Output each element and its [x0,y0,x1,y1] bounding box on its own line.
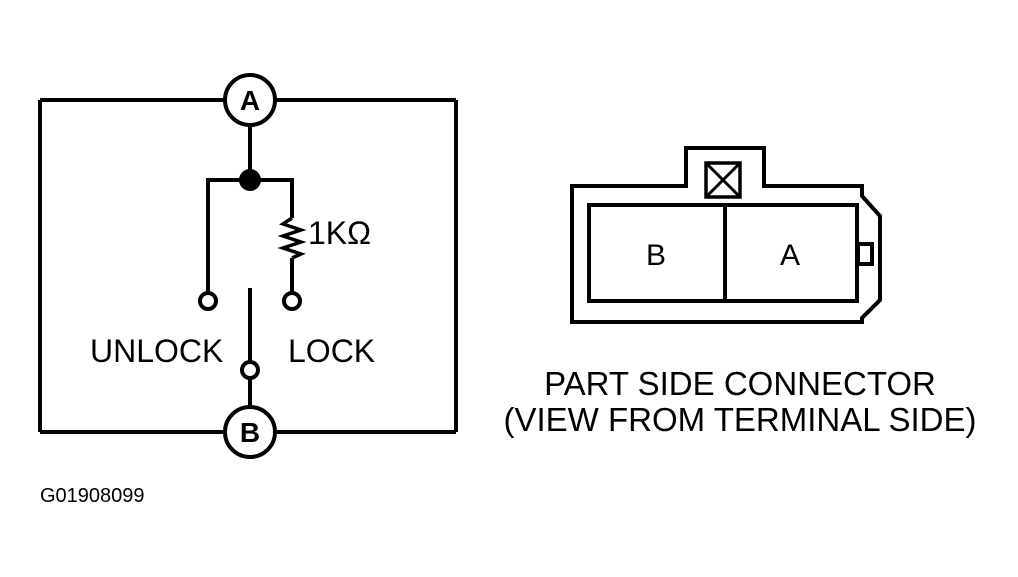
connector-caption-line1: PART SIDE CONNECTOR [544,365,936,402]
lock-label: LOCK [288,333,375,369]
common-contact [240,360,260,380]
resistor-zigzag [277,216,307,260]
latch-box [704,161,742,199]
wire-unlock-branch [206,178,250,293]
lock-contact [282,291,302,311]
latch-cross-2 [704,161,742,199]
connector-outline [570,146,882,324]
switch-schematic [38,73,458,459]
pin-b-label: B [646,239,666,272]
terminal-b-circle [223,405,277,459]
junction-dot [239,169,261,191]
unlock-label: UNLOCK [90,333,223,369]
connector-drawing [570,146,882,324]
terminal-a-circle [223,73,277,127]
unlock-contact [198,291,218,311]
terminal-a-label: A [240,85,260,116]
figure-id: G01908099 [40,485,145,507]
terminal-b-label: B [240,417,260,448]
pin-a-label: A [780,239,800,272]
locking-tab [856,242,874,266]
wire-resistor-top [250,178,294,218]
resistor-label: 1KΩ [308,215,371,251]
connector-caption-line2: (VIEW FROM TERMINAL SIDE) [503,401,976,438]
